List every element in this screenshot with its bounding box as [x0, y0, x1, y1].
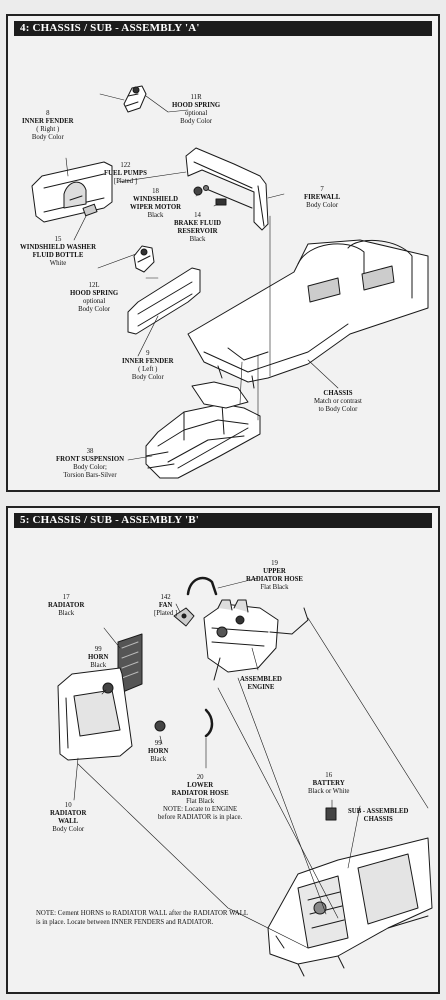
assembly-note: NOTE: Cement HORNS to RADIATOR WALL afte…	[36, 910, 248, 926]
fuel-pump-part	[193, 186, 203, 196]
step-4-exploded-diagram	[31, 85, 429, 479]
label-hood-spring-right: 11R HOOD SPRING optional Body Color	[172, 94, 221, 125]
label-brake-reservoir: 14 BRAKE FLUID RESERVOIR Black	[174, 212, 222, 243]
label-radiator-wall: 10 RADIATOR WALL Body Color	[50, 802, 87, 833]
label-fuel-pumps: 122 FUEL PUMPS [Plated ]	[104, 162, 147, 185]
inner-fender-left-part	[127, 267, 201, 335]
sub-chassis-part	[267, 837, 433, 977]
label-inner-fender-right: 8 INNER FENDER ( Right ) Body Color	[22, 110, 74, 141]
label-lower-hose: 20 LOWER RADIATOR HOSE Flat Black NOTE: …	[158, 774, 243, 821]
label-engine: ASSEMBLED ENGINE	[240, 676, 282, 691]
label-sub-chassis: SUB - ASSEMBLED CHASSIS	[348, 808, 409, 823]
label-inner-fender-left: 9 INNER FENDER ( Left ) Body Color	[122, 350, 174, 381]
label-upper-hose: 19 UPPER RADIATOR HOSE Flat Black	[246, 560, 303, 591]
label-hood-spring-left: 12L HOOD SPRING optional Body Color	[70, 282, 119, 313]
label-horn-top: 99 HORN Black	[88, 646, 109, 669]
label-radiator: 17 RADIATOR Black	[48, 594, 85, 617]
label-horn-bottom: 99 HORN Black	[148, 740, 169, 763]
hood-spring-right-part	[123, 85, 147, 113]
battery-part	[325, 807, 337, 821]
chassis-part	[187, 239, 429, 389]
label-chassis: CHASSIS Match or contrast to Body Color	[314, 390, 362, 413]
label-front-suspension: 38 FRONT SUSPENSION Body Color; Torsion …	[56, 448, 125, 479]
inner-fender-right-part	[31, 161, 113, 223]
horn-bottom-part	[154, 720, 166, 732]
front-suspension-part	[145, 381, 261, 479]
step-4-panel: 4: CHASSIS / SUB - ASSEMBLY 'A'	[6, 14, 440, 492]
label-battery: 16 BATTERY Black or White	[308, 772, 350, 795]
step-4-header: 4: CHASSIS / SUB - ASSEMBLY 'A'	[14, 21, 432, 36]
washer-bottle-part	[82, 203, 98, 217]
label-fan: 142 FAN [Plated ]	[154, 594, 178, 617]
upper-hose-part	[186, 576, 218, 596]
firewall-part	[185, 147, 269, 231]
step-5-exploded-diagram	[57, 576, 433, 977]
label-wiper-motor: 18 WINDSHIELD WIPER MOTOR Black	[130, 188, 182, 219]
step-5-header: 5: CHASSIS / SUB - ASSEMBLY 'B'	[14, 513, 432, 528]
label-firewall: 7 FIREWALL Body Color	[304, 186, 341, 209]
fan-part	[173, 607, 195, 627]
step-5-panel: 5: CHASSIS / SUB - ASSEMBLY 'B'	[6, 506, 440, 994]
hood-spring-left-part	[133, 245, 155, 273]
label-washer-bottle: 15 WINDSHIELD WASHER FLUID BOTTLE White	[20, 236, 96, 267]
brake-reservoir-part	[215, 198, 227, 206]
lower-hose-part	[204, 708, 214, 738]
radiator-wall-part	[57, 667, 133, 761]
engine-part	[203, 599, 309, 681]
